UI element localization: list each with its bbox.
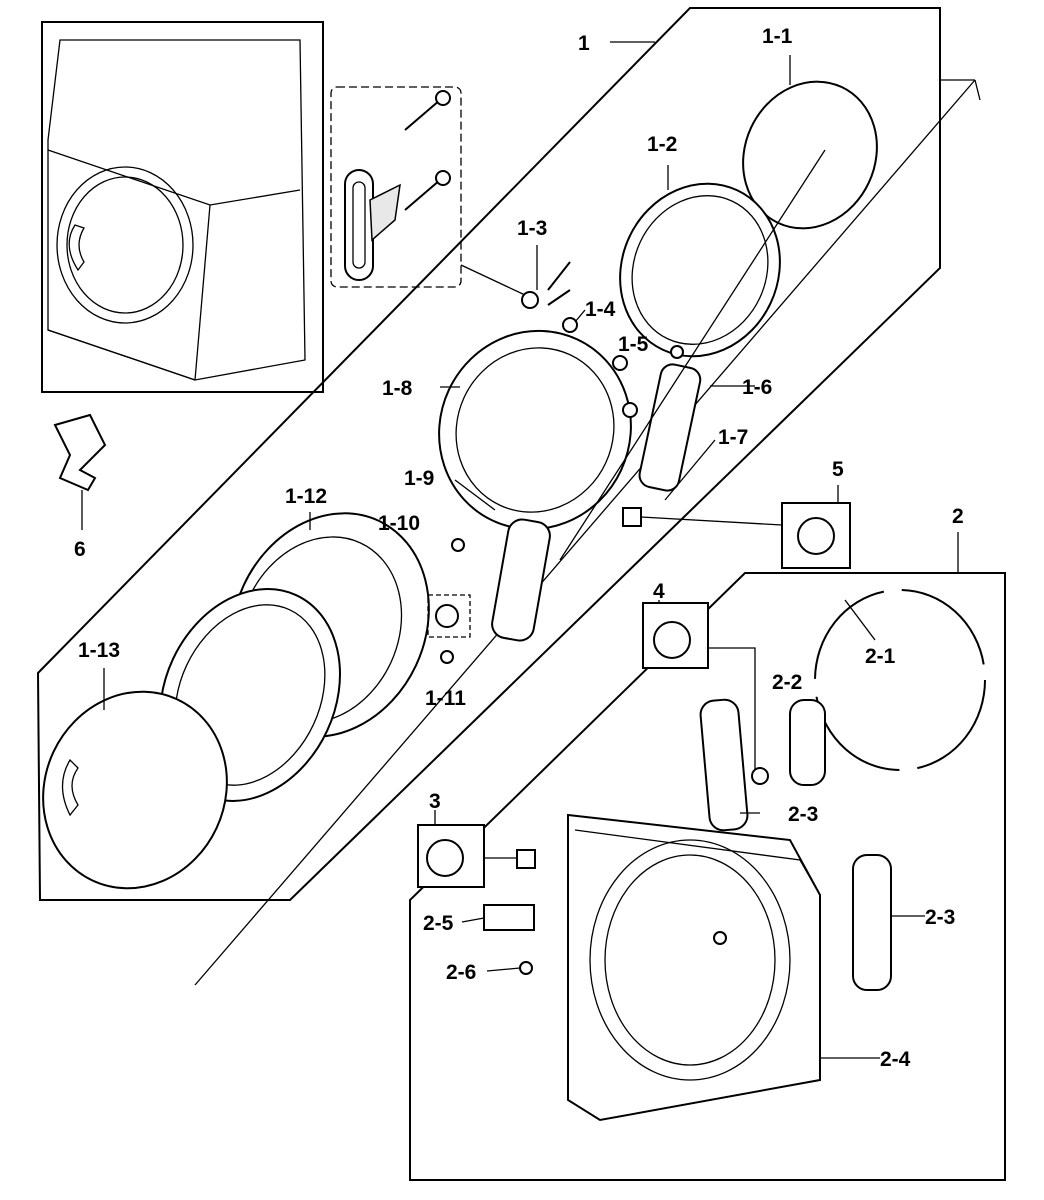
label-1-2: 1-2 (647, 133, 677, 156)
part-1-8-door-frame (438, 329, 632, 531)
label-2-3-upper: 2-3 (788, 803, 818, 826)
label-1-10: 1-10 (378, 512, 420, 535)
part-2-3-plate-lower (852, 854, 892, 991)
label-6: 6 (74, 538, 86, 561)
part-2-5-switch (483, 904, 535, 931)
part-6-clip (53, 413, 107, 492)
label-1-12: 1-12 (285, 485, 327, 508)
part-2-1-ring-segments (814, 589, 986, 771)
part-2-2-hinge (789, 699, 826, 786)
label-2-2: 2-2 (772, 671, 802, 694)
part-1-6-hinge (638, 363, 702, 492)
part-2-4-front-panel (567, 813, 821, 1122)
label-4: 4 (653, 580, 665, 603)
label-1-7: 1-7 (718, 426, 748, 449)
label-1-6: 1-6 (742, 376, 772, 399)
label-2-3-lower: 2-3 (925, 906, 955, 929)
label-2-6: 2-6 (446, 961, 476, 984)
label-1-9: 1-9 (404, 467, 434, 490)
label-1-5: 1-5 (618, 333, 649, 356)
label-1-13: 1-13 (78, 639, 120, 662)
label-2-4: 2-4 (880, 1048, 911, 1071)
label-1-1: 1-1 (762, 25, 793, 48)
assembly-2-outline (409, 572, 1006, 1181)
part-2-6-screw (519, 961, 533, 975)
label-2-5: 2-5 (423, 912, 454, 935)
label-3: 3 (429, 790, 441, 813)
assembly-1-outline (36, 7, 941, 901)
leader-lines (81, 41, 959, 1059)
label-1-11: 1-11 (425, 687, 466, 710)
hinge-detail-box (330, 86, 526, 296)
label-1-8: 1-8 (382, 377, 413, 400)
label-2-1: 2-1 (865, 645, 896, 668)
label-1: 1 (578, 32, 590, 55)
label-2: 2 (952, 505, 964, 528)
label-1-3: 1-3 (517, 217, 547, 240)
label-5: 5 (832, 458, 844, 481)
assembled-unit-inset (41, 21, 324, 393)
label-1-4: 1-4 (585, 298, 616, 321)
part-2-3-plate-upper (699, 698, 749, 832)
part-1-2-door-glass (619, 182, 781, 358)
part-1-13-door-cover (42, 690, 228, 890)
part-1-9-hinge-plate (491, 518, 551, 642)
screws-group-1 (427, 261, 684, 664)
